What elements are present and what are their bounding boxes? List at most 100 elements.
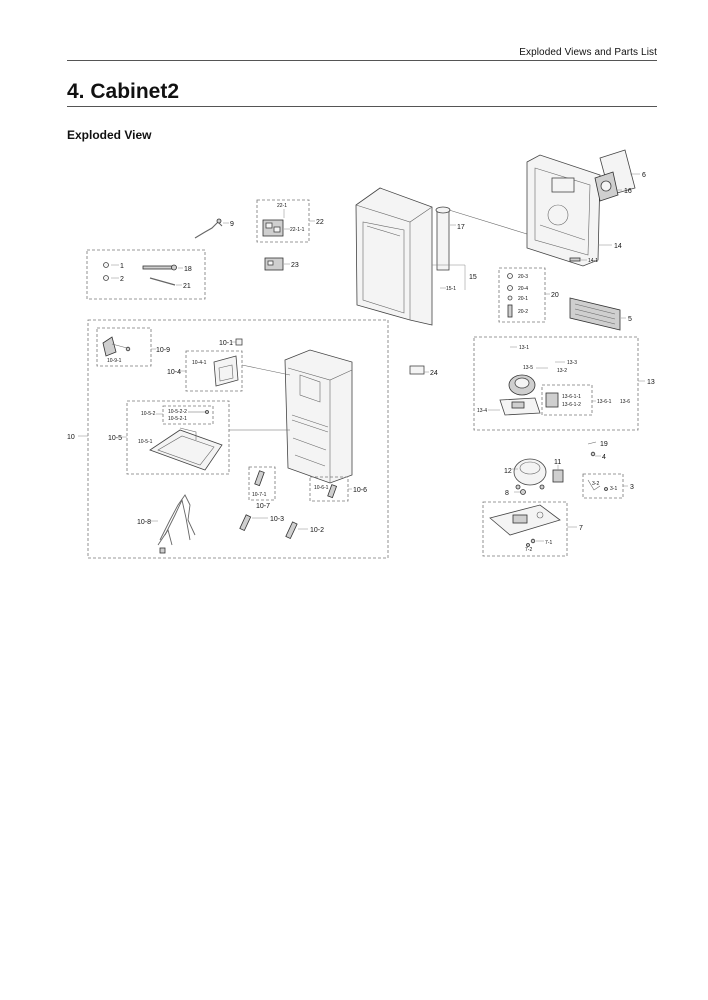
callout-18: 18 [184,266,192,273]
callout-20-2: 20-2 [518,309,528,315]
callout-23: 23 [291,262,299,269]
section-subtitle: Exploded View [67,128,152,142]
callout-10-3: 10-3 [270,516,284,523]
callout-22: 22 [316,219,324,226]
part-label-24 [409,365,425,375]
callout-17: 17 [457,224,465,231]
callout-13-4: 13-4 [477,408,487,414]
callout-20-3: 20-3 [518,274,528,280]
callout-10-7-1: 10-7-1 [252,492,267,498]
group-box-10-5-2 [162,405,214,425]
callout-21: 21 [183,283,191,290]
part-cabinet-outer-case [355,187,433,326]
callout-20-4: 20-4 [518,286,528,292]
part-screw-10-5-2 [188,410,209,414]
callout-7-2: 7-2 [525,547,532,553]
part-screw-7-1 [530,538,536,544]
callout-10-5: 10-5 [108,435,122,442]
part-control-board-22 [262,219,284,237]
part-bracket-13-4 [499,397,541,416]
callout-7-1: 7-1 [545,540,552,546]
part-rail-10-3 [239,514,252,532]
part-19 [587,441,597,445]
callout-11: 11 [554,459,561,466]
callout-20: 20 [551,292,559,299]
callout-10-5-1: 10-5-1 [138,439,153,445]
callout-10-5-2-2: 10-5-2-2 [168,409,187,415]
callout-16: 16 [624,188,632,195]
callout-15-1: 15-1 [446,286,456,292]
callout-10-2: 10-2 [310,527,324,534]
part-fan-assembly-16 [594,171,619,202]
callout-22-1-1: 22-1-1 [290,227,305,233]
callout-10-9: 10-9 [156,347,170,354]
page-title: 4. Cabinet2 [67,80,180,103]
part-wire-9 [194,218,223,239]
callout-13-3: 13-3 [567,360,577,366]
part-screw-1 [103,262,109,268]
part-grille-5 [569,297,621,331]
callout-8: 8 [505,490,509,497]
callout-13-5: 13-5 [523,365,533,371]
callout-2: 2 [120,276,124,283]
callout-10-4-1: 10-4-1 [192,360,207,366]
callout-3: 3 [630,484,634,491]
part-duct-17 [435,206,541,271]
callout-10-5-2-1: 10-5-2-1 [168,416,187,422]
group-box-7 [482,501,568,557]
part-fan-motor-13 [508,374,536,396]
callout-13-6-1: 13-6-1 [597,399,612,405]
callout-10-6: 10-6 [353,487,367,494]
part-board-13-6 [545,392,559,408]
part-cover-10-4 [213,355,239,387]
callout-9: 9 [230,221,234,228]
callout-10-6-1: 10-6-1 [314,485,329,491]
group-box-13 [473,336,639,431]
header-divider [67,60,657,61]
part-sensor-23 [264,257,284,271]
part-shelf-10-5 [149,427,223,471]
part-grommet-8 [520,489,526,495]
part-back-panel-14 [526,154,601,267]
callout-13-1: 13-1 [519,345,529,351]
group-box-13-6-1 [541,384,593,416]
group-box-10-9 [96,327,152,367]
group-box-10-7 [248,466,276,501]
part-screw-7-2 [526,543,530,547]
title-divider [67,106,657,107]
part-hinge-pin-18 [142,264,177,271]
callout-14: 14 [614,243,622,250]
callout-10-8: 10-8 [137,519,151,526]
callout-15: 15 [469,274,477,281]
part-inner-liner [284,349,353,484]
callout-4: 4 [602,454,606,461]
group-box-10-5 [126,400,230,475]
part-3 [587,479,608,491]
callout-20-1: 20-1 [518,296,528,302]
part-bracket-14-1 [569,257,581,262]
part-screw-2 [103,275,109,281]
callout-12: 12 [504,468,512,475]
callout-5: 5 [628,316,632,323]
callout-13: 13 [647,379,655,386]
callout-14-1: 14-1 [588,258,598,264]
group-box-10 [87,319,389,559]
callout-6: 6 [642,172,646,179]
group-box-small-parts [86,249,206,300]
callout-13-6: 13-6 [620,399,630,405]
callout-24: 24 [430,370,438,377]
part-base-plate-7 [489,504,561,536]
callout-13-6-1-2: 13-6-1-2 [562,402,581,408]
callout-22-1: 22-1 [277,203,287,209]
part-relay-11 [552,469,564,483]
section-header: Exploded Views and Parts List [519,47,657,58]
part-rod-21 [149,277,176,286]
callout-13-6-1-1: 13-6-1-1 [562,394,581,400]
callout-13-2: 13-2 [557,368,567,374]
part-hinge-10-9 [102,336,131,357]
callout-3-1: 3-1 [610,486,617,492]
callout-10-9-1: 10-9-1 [107,358,122,364]
callout-10: 10 [67,434,75,441]
callout-10-1: 10-1 [219,340,233,347]
